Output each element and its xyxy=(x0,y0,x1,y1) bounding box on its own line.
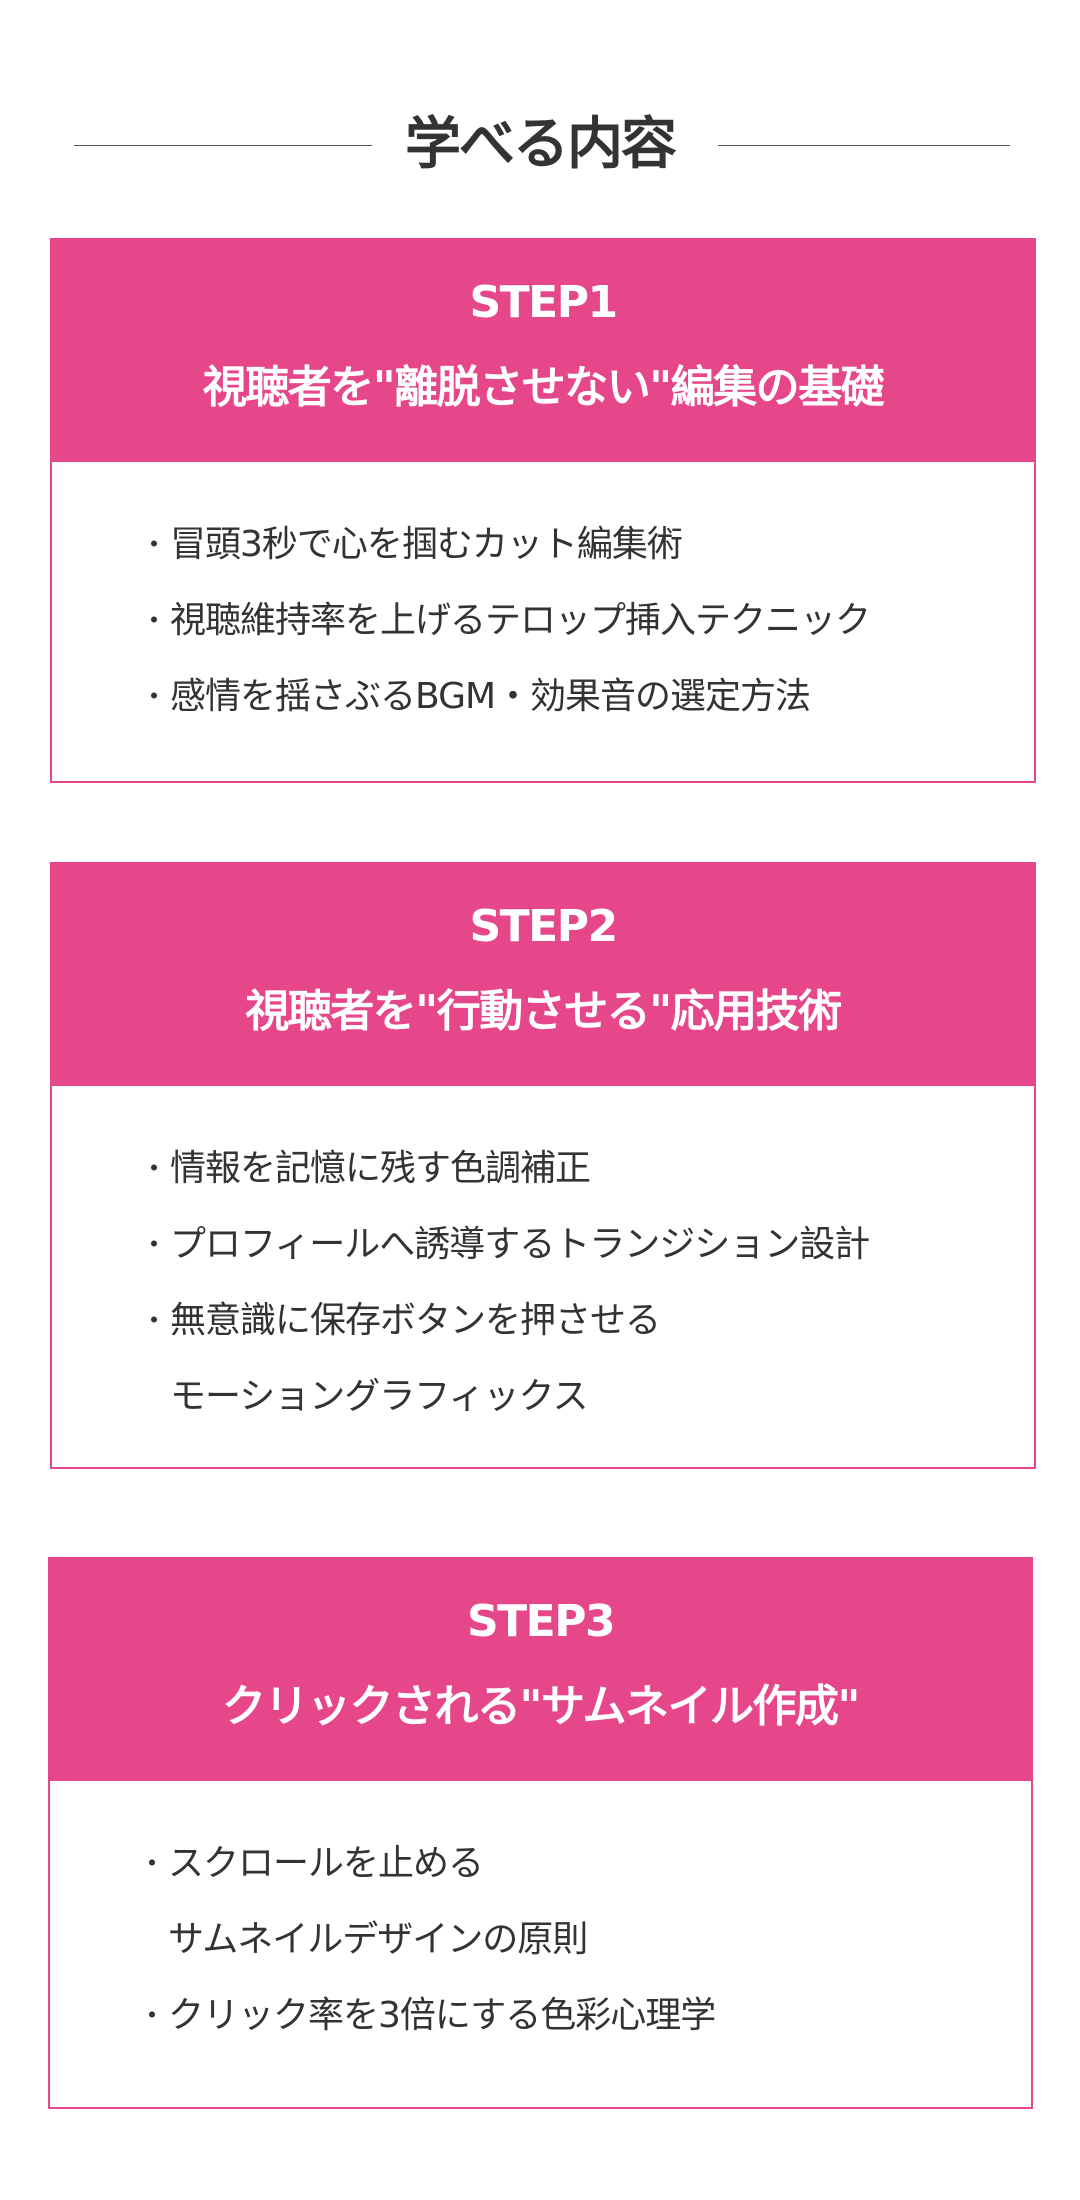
bullet-icon: ・ xyxy=(138,1999,166,2032)
title-rule-left xyxy=(74,145,372,146)
list-item-text: 冒頭3秒で心を掴むカット編集術 xyxy=(170,524,683,565)
bullet-icon: ・ xyxy=(140,1304,168,1337)
step-card-header: STEP1 視聴者を"離脱させない"編集の基礎 xyxy=(52,240,1034,462)
step-item-list: ・冒頭3秒で心を掴むカット編集術・視聴維持率を上げるテロップ挿入テクニック・感情… xyxy=(52,462,1034,735)
list-item: ・無意識に保存ボタンを押させる xyxy=(140,1283,1034,1359)
step-card: STEP3 クリックされる"サムネイル作成" ・スクロールを止めるサムネイルデザ… xyxy=(48,1557,1033,2109)
step-title: クリックされる"サムネイル作成" xyxy=(222,1681,860,1732)
list-item: ・感情を揺さぶるBGM・効果音の選定方法 xyxy=(140,659,1034,735)
step-title: 視聴者を"行動させる"応用技術 xyxy=(245,986,842,1037)
list-item-text: 情報を記憶に残す色調補正 xyxy=(170,1148,591,1189)
step-label: STEP3 xyxy=(466,1596,616,1647)
list-item-text: モーショングラフィックス xyxy=(170,1376,588,1417)
list-item: サムネイルデザインの原則 xyxy=(142,1902,1031,1978)
list-item: ・プロフィールへ誘導するトランジション設計 xyxy=(140,1207,1034,1283)
step-label: STEP1 xyxy=(469,277,618,328)
list-item-text: プロフィールへ誘導するトランジション設計 xyxy=(170,1224,870,1265)
title-rule-right xyxy=(718,145,1010,146)
step-label: STEP2 xyxy=(469,901,618,952)
list-item-text: 感情を揺さぶるBGM・効果音の選定方法 xyxy=(170,676,811,717)
step-title: 視聴者を"離脱させない"編集の基礎 xyxy=(202,362,885,413)
step-item-list: ・情報を記憶に残す色調補正・プロフィールへ誘導するトランジション設計・無意識に保… xyxy=(52,1086,1034,1435)
step-item-list: ・スクロールを止めるサムネイルデザインの原則・クリック率を3倍にする色彩心理学 xyxy=(50,1781,1031,2054)
list-item: ・クリック率を3倍にする色彩心理学 xyxy=(138,1978,1031,2054)
list-item: ・視聴維持率を上げるテロップ挿入テクニック xyxy=(140,583,1034,659)
list-item: モーショングラフィックス xyxy=(144,1359,1034,1435)
list-item-text: 無意識に保存ボタンを押させる xyxy=(170,1300,661,1341)
list-item-text: スクロールを止める xyxy=(168,1843,484,1884)
list-item-text: 視聴維持率を上げるテロップ挿入テクニック xyxy=(170,600,871,641)
list-item-text: クリック率を3倍にする色彩心理学 xyxy=(168,1995,716,2036)
section-title: 学べる内容 xyxy=(405,112,677,177)
step-card-header: STEP3 クリックされる"サムネイル作成" xyxy=(50,1559,1031,1781)
bullet-icon: ・ xyxy=(140,528,168,561)
list-item: ・冒頭3秒で心を掴むカット編集術 xyxy=(140,507,1034,583)
bullet-icon: ・ xyxy=(140,680,168,713)
bullet-icon: ・ xyxy=(140,1152,168,1185)
step-card: STEP1 視聴者を"離脱させない"編集の基礎 ・冒頭3秒で心を掴むカット編集術… xyxy=(50,238,1036,783)
list-item: ・情報を記憶に残す色調補正 xyxy=(140,1131,1034,1207)
step-card-header: STEP2 視聴者を"行動させる"応用技術 xyxy=(52,864,1034,1086)
step-card: STEP2 視聴者を"行動させる"応用技術 ・情報を記憶に残す色調補正・プロフィ… xyxy=(50,862,1036,1469)
list-item-text: サムネイルデザインの原則 xyxy=(168,1919,588,1960)
list-item: ・スクロールを止める xyxy=(138,1826,1031,1902)
bullet-icon: ・ xyxy=(140,1228,168,1261)
bullet-icon: ・ xyxy=(140,604,168,637)
bullet-icon: ・ xyxy=(138,1847,166,1880)
